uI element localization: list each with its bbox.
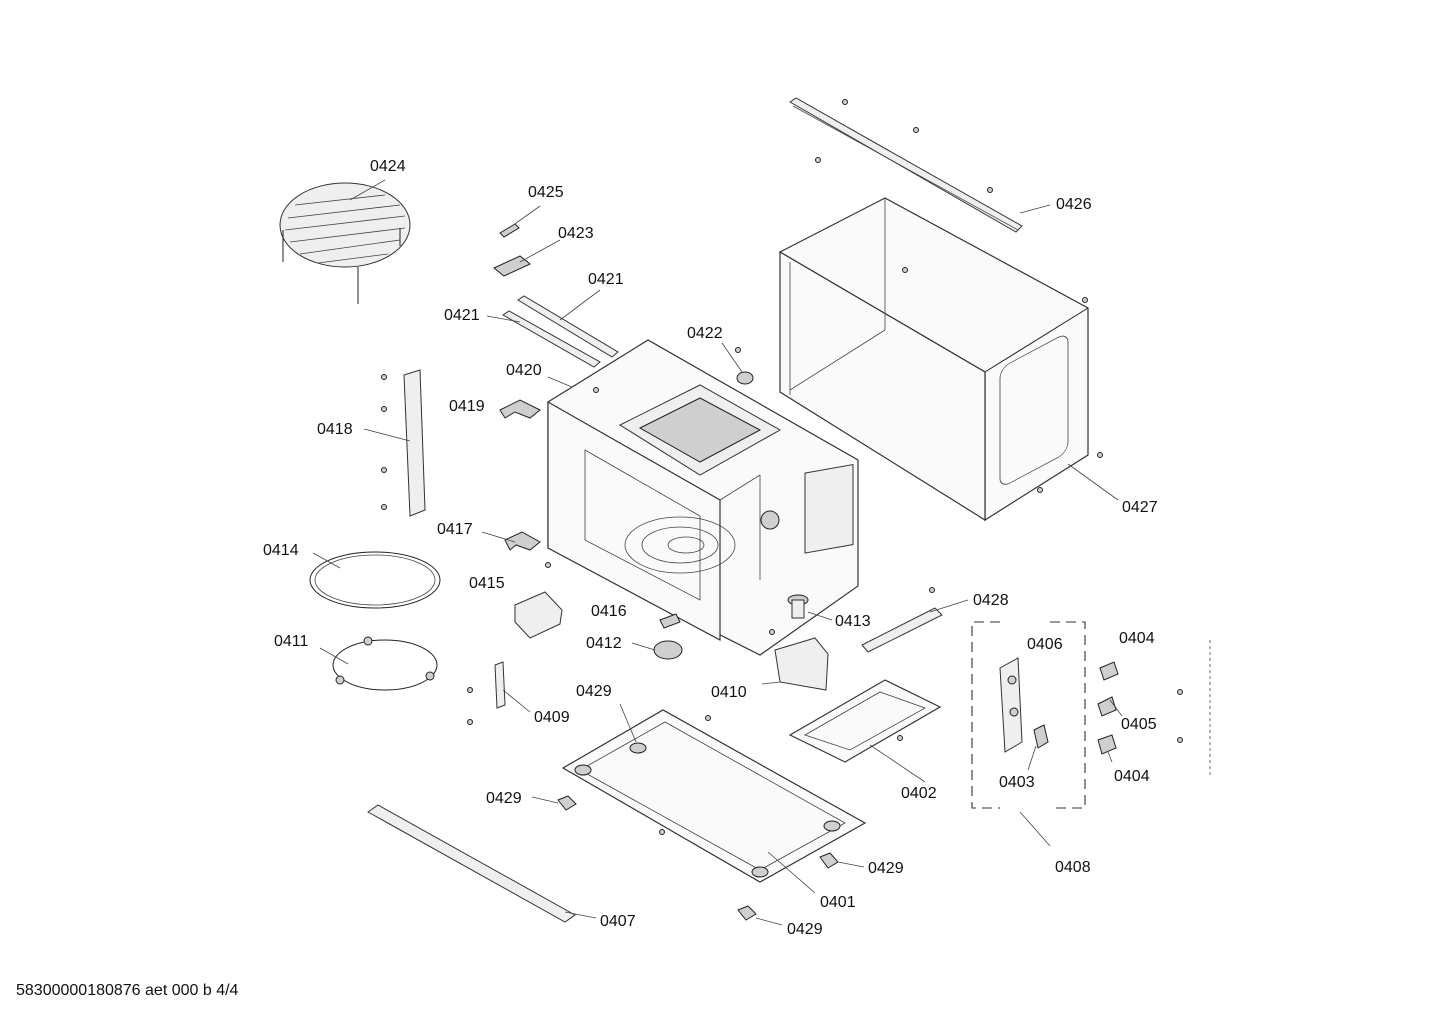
label-0412: 0412 (586, 635, 622, 652)
part-0425-bracket (499, 205, 541, 238)
label-0425: 0425 (528, 184, 564, 201)
part-0421-rails (486, 289, 619, 368)
part-0410-cover (761, 637, 829, 691)
label-0422: 0422 (687, 325, 723, 342)
part-0411-roller (319, 636, 438, 691)
label-0421: 0421 (588, 271, 624, 288)
part-0426-top-rail (789, 97, 1051, 233)
label-0414: 0414 (263, 542, 299, 559)
label-0405: 0405 (1121, 716, 1157, 733)
label-0419: 0419 (449, 398, 485, 415)
part-0414-ring (309, 551, 441, 609)
part-0408-switch-group (971, 621, 1211, 847)
part-main-cavity (547, 339, 859, 656)
part-0429-feet (531, 795, 865, 926)
part-0427-outer-casing (778, 197, 1119, 522)
label-0407: 0407 (600, 913, 636, 930)
label-0429: 0429 (576, 683, 612, 700)
label-0429: 0429 (486, 790, 522, 807)
label-0401: 0401 (820, 894, 856, 911)
label-0417: 0417 (437, 521, 473, 538)
part-labels: 0424 0425 0423 0421 0421 0422 0420 0419 … (263, 158, 1158, 938)
part-0422-bulb (721, 342, 754, 385)
label-0406: 0406 (1027, 636, 1063, 653)
part-0413-fuse (787, 594, 833, 621)
label-0403: 0403 (999, 774, 1035, 791)
part-0417-hinge (481, 531, 541, 551)
label-0404: 0404 (1114, 768, 1150, 785)
document-footer: 58300000180876 aet 000 b 4/4 (16, 982, 239, 999)
label-0409: 0409 (534, 709, 570, 726)
label-0413: 0413 (835, 613, 871, 630)
label-0429: 0429 (868, 860, 904, 877)
label-0418: 0418 (317, 421, 353, 438)
label-0428: 0428 (973, 592, 1009, 609)
label-0420: 0420 (506, 362, 542, 379)
part-0412-motor (631, 640, 683, 660)
label-0411: 0411 (274, 633, 309, 650)
label-0424: 0424 (370, 158, 406, 175)
part-0407-front-strip (367, 804, 597, 923)
screws (381, 99, 1183, 835)
part-0418-side-rail (363, 369, 426, 517)
label-0423: 0423 (558, 225, 594, 242)
label-0429: 0429 (787, 921, 823, 938)
label-0426: 0426 (1056, 196, 1092, 213)
part-0415-plate (514, 591, 563, 639)
label-0421: 0421 (444, 307, 480, 324)
label-0410: 0410 (711, 684, 747, 701)
label-0402: 0402 (901, 785, 937, 802)
label-0415: 0415 (469, 575, 505, 592)
label-0404: 0404 (1119, 630, 1155, 647)
label-0408: 0408 (1055, 859, 1091, 876)
part-0419-hinge (499, 399, 541, 419)
part-0428-bracket (861, 599, 969, 653)
part-0401-base (561, 703, 867, 894)
part-0424-grill-rack (279, 179, 411, 304)
part-0402-tray (788, 679, 942, 783)
part-0416-pin (659, 613, 681, 629)
label-0416: 0416 (591, 603, 627, 620)
label-0427: 0427 (1122, 499, 1158, 516)
part-0409-bracket (494, 661, 531, 713)
part-0423-clip (493, 239, 561, 277)
